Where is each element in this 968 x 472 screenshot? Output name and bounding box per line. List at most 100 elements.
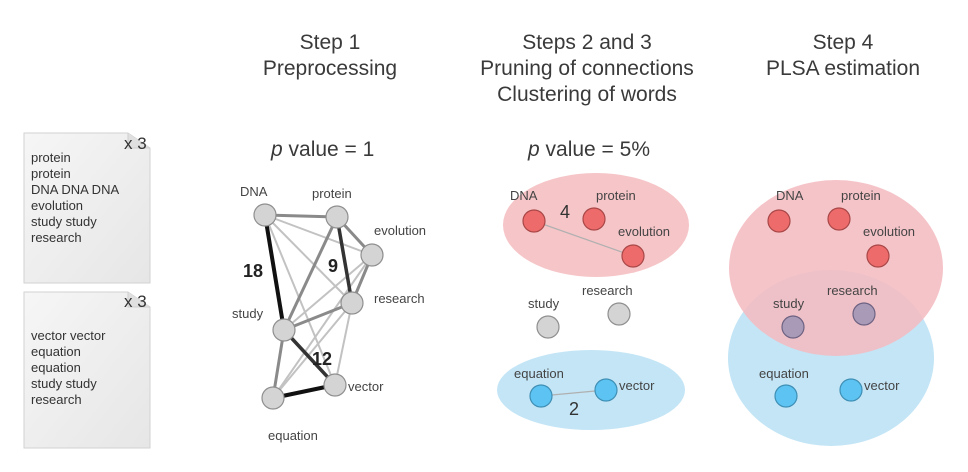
weight-dna-study: 18 [243, 261, 263, 281]
label-protein: protein [596, 188, 636, 203]
edge-dna-study [263, 214, 286, 331]
edge-dna-evolution [533, 220, 634, 257]
edge-protein-research [335, 216, 354, 304]
step1-pvalue-text: value = 1 [282, 138, 375, 161]
node-study [272, 318, 296, 342]
node-study [536, 315, 560, 339]
label-protein: protein [312, 186, 352, 201]
label-equation: equation [759, 366, 809, 381]
step23-header: Steps 2 and 3 Pruning of connections Clu… [462, 30, 712, 108]
edge [283, 254, 373, 331]
label-dna: DNA [240, 184, 268, 199]
label-vector: vector [864, 378, 900, 393]
document2-line: equation [31, 344, 81, 359]
document2-multiplier: x 3 [124, 292, 147, 311]
label-research: research [582, 283, 633, 298]
document-icon [23, 291, 151, 449]
document2-line: research [31, 392, 82, 407]
node-dna [767, 209, 791, 233]
document1-line: evolution [31, 198, 84, 213]
node-study [781, 315, 805, 339]
graph-step23: DNA protein evolution study research equ… [497, 173, 689, 430]
label-equation: equation [268, 428, 318, 443]
edge [264, 213, 338, 219]
edge [264, 214, 336, 386]
label-vector: vector [619, 378, 655, 393]
label-protein: protein [841, 188, 881, 203]
graph-step4: DNA protein evolution study research equ… [728, 180, 943, 446]
edge-study-vector [282, 328, 337, 387]
step23-title: Steps 2 and 3 [522, 31, 652, 54]
cluster-blue [497, 350, 685, 430]
document2-text: vector vector equation equation study st… [31, 328, 105, 408]
edge [282, 216, 339, 331]
node-research [340, 291, 364, 315]
document1-line: research [31, 230, 82, 245]
cluster-red [729, 180, 943, 356]
step1-pvalue-symbol: p [271, 138, 283, 161]
label-study: study [773, 296, 805, 311]
document1-line: protein [31, 166, 71, 181]
weight-protein-research: 9 [328, 256, 338, 276]
document1-line: protein [31, 150, 71, 165]
node-protein [325, 205, 349, 229]
label-evolution: evolution [863, 224, 915, 239]
document1-multiplier: x 3 [124, 134, 147, 153]
step23-subtitle2: Clustering of words [497, 83, 677, 106]
step23-subtitle: Pruning of connections [480, 57, 694, 80]
node-equation [529, 384, 553, 408]
edge [272, 302, 353, 399]
graph-step1: DNA protein evolution research study vec… [232, 184, 426, 443]
label-vector: vector [348, 379, 384, 394]
node-research [852, 302, 876, 326]
document2-line: vector vector [31, 328, 106, 343]
weight-dna-evolution: 4 [560, 202, 570, 222]
edge [283, 301, 353, 332]
step4-subtitle: PLSA estimation [765, 57, 921, 80]
node-equation [774, 384, 798, 408]
step23-pvalue-symbol: p [528, 138, 540, 161]
node-protein [582, 207, 606, 231]
label-study: study [232, 306, 264, 321]
label-evolution: evolution [374, 223, 426, 238]
document1-line: study study [31, 214, 97, 229]
step4-title: Step 4 [812, 31, 874, 54]
label-study: study [528, 296, 560, 311]
step23-pvalue: p value = 5% [528, 138, 650, 162]
node-dna [522, 209, 546, 233]
document-icon [23, 132, 151, 284]
node-evolution [866, 244, 890, 268]
document2-line: study study [31, 376, 97, 391]
step23-pvalue-text: value = 5% [539, 138, 651, 161]
step1-pvalue: p value = 1 [271, 138, 374, 162]
edge [334, 302, 353, 386]
node-vector [323, 373, 347, 397]
label-dna: DNA [510, 188, 538, 203]
document1-line: DNA DNA DNA [31, 182, 120, 197]
label-evolution: evolution [618, 224, 670, 239]
node-evolution [360, 243, 384, 267]
step1-subtitle: Preprocessing [262, 57, 398, 80]
step4-header: Step 4 PLSA estimation [748, 30, 938, 82]
node-equation [261, 386, 285, 410]
label-equation: equation [514, 366, 564, 381]
node-evolution [621, 244, 645, 268]
edge [264, 214, 373, 256]
label-research: research [374, 291, 425, 306]
step1-header: Step 1 Preprocessing [250, 30, 410, 82]
document2-line: equation [31, 360, 81, 375]
document1-text: protein protein DNA DNA DNA evolution st… [31, 150, 119, 246]
node-protein [827, 207, 851, 231]
node-vector [839, 378, 863, 402]
weight-study-vector: 12 [312, 349, 332, 369]
edge [264, 214, 353, 304]
node-vector [594, 378, 618, 402]
weight-equation-vector: 2 [569, 399, 579, 419]
step1-title: Step 1 [299, 31, 361, 54]
node-dna [253, 203, 277, 227]
label-research: research [827, 283, 878, 298]
label-dna: DNA [776, 188, 804, 203]
node-research [607, 302, 631, 326]
edge [272, 254, 373, 399]
